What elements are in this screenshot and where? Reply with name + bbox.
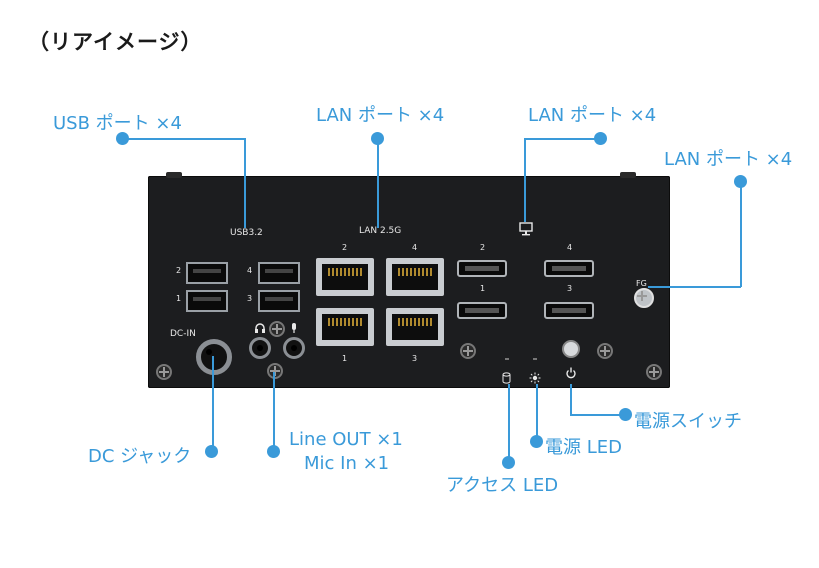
lan-label: LAN 2.5G: [359, 226, 402, 236]
lan-port-4: [386, 258, 444, 296]
power-switch-callout: 電源スイッチ: [634, 411, 742, 432]
usb-num: 3: [247, 294, 253, 303]
leader-line: [524, 138, 526, 222]
dc-jack-callout: DC ジャック: [88, 446, 192, 467]
access-led-callout: アクセス LED: [446, 475, 559, 496]
lan-port-2: [316, 258, 374, 296]
callout-dot: [116, 132, 129, 145]
leader-line: [212, 356, 214, 452]
dp-num: 1: [480, 284, 486, 293]
panel-screw: [597, 343, 613, 359]
usb-port-4: [258, 262, 300, 284]
leader-line: [570, 384, 572, 415]
line-out-callout: Line OUT ×1: [289, 429, 403, 450]
audio-screw: [269, 321, 285, 337]
storage-icon: [502, 372, 511, 384]
lan-port-callout-2: LAN ポート ×4: [528, 105, 657, 126]
callout-dot: [619, 408, 632, 421]
usb-num: 1: [176, 294, 182, 303]
display-port-2: [457, 260, 507, 277]
leader-line: [536, 384, 538, 442]
access-led-light: [505, 358, 509, 360]
power-led-callout: 電源 LED: [545, 437, 622, 458]
power-switch[interactable]: [562, 340, 580, 358]
display-port-3: [544, 302, 594, 319]
usb-port-callout: USB ポート ×4: [53, 113, 182, 134]
callout-dot: [205, 445, 218, 458]
callout-dot: [530, 435, 543, 448]
lan-port-3: [386, 308, 444, 346]
leader-line: [570, 414, 626, 416]
usb-label: USB3.2: [230, 228, 263, 238]
lan-num: 1: [342, 354, 348, 363]
display-port-4: [544, 260, 594, 277]
callout-dot: [594, 132, 607, 145]
rear-panel: USB3.2 LAN 2.5G 2 1 4 3 2 4 1 3 2 4 1 3 …: [148, 176, 670, 388]
mic-in-jack: [283, 337, 305, 359]
corner-screw: [156, 364, 172, 380]
usb-num: 4: [247, 266, 253, 275]
dp-num: 4: [567, 243, 573, 252]
mic-in-callout: Mic In ×1: [304, 453, 390, 474]
power-icon: [566, 367, 576, 379]
dc-in-label: DC-IN: [170, 329, 196, 339]
usb-port-1: [186, 290, 228, 312]
monitor-icon: [519, 222, 533, 236]
lan-num: 2: [342, 243, 348, 252]
line-out-jack: [249, 337, 271, 359]
leader-line: [122, 138, 244, 140]
fg-label: FG: [636, 279, 647, 288]
chassis-tab: [620, 172, 636, 178]
usb-port-2: [186, 262, 228, 284]
chassis-tab: [166, 172, 182, 178]
power-led-light: [533, 358, 537, 360]
microphone-icon: [292, 323, 296, 333]
corner-screw: [646, 364, 662, 380]
dp-num: 2: [480, 243, 486, 252]
callout-dot: [371, 132, 384, 145]
lan-num: 4: [412, 243, 418, 252]
dc-jack: [196, 339, 232, 375]
dp-num: 3: [567, 284, 573, 293]
leader-line: [508, 384, 510, 462]
leader-line: [273, 372, 275, 452]
leader-line: [244, 138, 246, 228]
leader-line: [648, 286, 741, 288]
ground-screw: [634, 288, 654, 308]
headphone-icon: [255, 323, 265, 333]
usb-num: 2: [176, 266, 182, 275]
leader-line: [377, 138, 379, 228]
callout-dot: [267, 445, 280, 458]
page-title: （リアイメージ）: [28, 30, 203, 54]
panel-screw: [460, 343, 476, 359]
display-port-1: [457, 302, 507, 319]
usb-port-3: [258, 290, 300, 312]
audio-screw: [267, 363, 283, 379]
sun-icon: [529, 372, 541, 384]
lan-port-1: [316, 308, 374, 346]
lan-num: 3: [412, 354, 418, 363]
lan-port-callout-1: LAN ポート ×4: [316, 105, 445, 126]
leader-line: [524, 138, 601, 140]
lan-port-callout-3: LAN ポート ×4: [664, 149, 793, 170]
callout-dot: [734, 175, 747, 188]
leader-line: [740, 181, 742, 287]
callout-dot: [502, 456, 515, 469]
